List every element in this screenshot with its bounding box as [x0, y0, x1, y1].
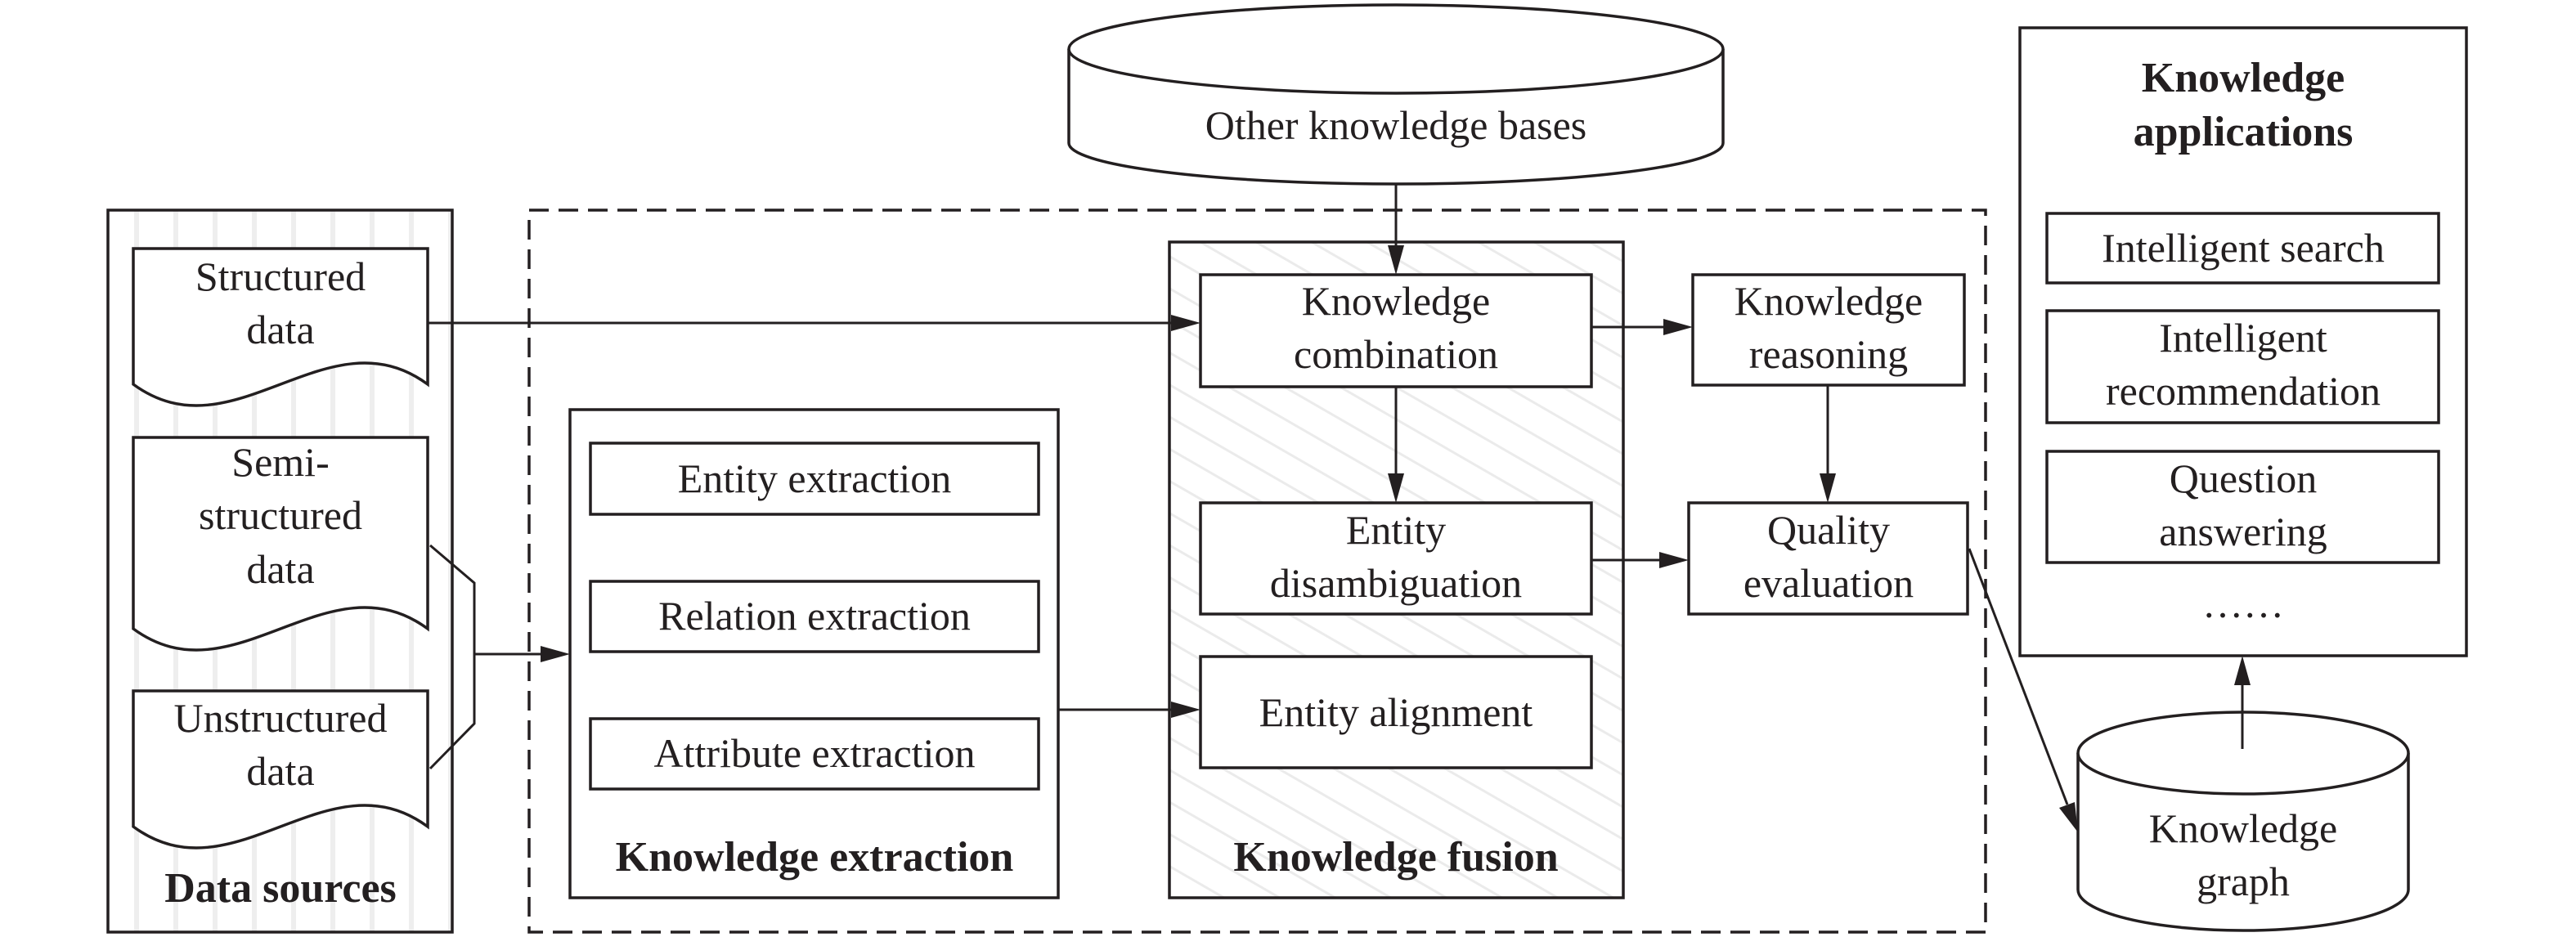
connectors: [428, 184, 2251, 832]
arrow-otherkb-to-combination: [1388, 184, 1404, 275]
intelligent-search-label: Intelligent search: [2102, 225, 2385, 271]
knowledge-fusion-panel: Knowledge combination Entity disambiguat…: [1168, 240, 1625, 899]
unstructured-line-2: data: [246, 748, 314, 794]
applications-title-line-2: applications: [2134, 109, 2354, 155]
entity-alignment-box: Entity alignment: [1199, 655, 1593, 769]
relation-extraction-label: Relation extraction: [658, 593, 971, 639]
qa-line-1: Question: [2170, 455, 2318, 501]
intelligent-search-box: Intelligent search: [2045, 212, 2440, 285]
arrow-quality-to-graph: [1968, 548, 2078, 832]
combination-line-1: Knowledge: [1302, 278, 1491, 324]
data-source-unstructured: Unstructured data: [132, 689, 429, 850]
arrow-combination-to-reasoning: [1591, 319, 1693, 335]
recommendation-line-2: recommendation: [2106, 368, 2381, 414]
other-knowledge-bases-label: Other knowledge bases: [1205, 102, 1587, 148]
relation-extraction-box: Relation extraction: [589, 580, 1040, 653]
semi-line-2: structured: [199, 492, 362, 538]
semi-line-3: data: [246, 546, 314, 592]
arrow-graph-to-applications: [2234, 656, 2251, 749]
arrow-extraction-to-alignment: [1058, 702, 1200, 718]
recommendation-line-1: Intelligent: [2159, 315, 2327, 361]
quality-line-2: evaluation: [1744, 560, 1914, 606]
knowledge-extraction-title: Knowledge extraction: [616, 834, 1014, 881]
data-sources-panel: Structured data Semi- structured data Un…: [106, 208, 454, 934]
applications-title-line-1: Knowledge: [2142, 55, 2345, 101]
entity-alignment-label: Entity alignment: [1259, 689, 1533, 735]
arrow-disambiguation-to-quality: [1591, 552, 1689, 568]
disambiguation-line-1: Entity: [1346, 507, 1446, 553]
arrow-reasoning-to-quality: [1820, 385, 1836, 503]
semi-line-1: Semi-: [231, 439, 329, 485]
question-answering-box: Question answering: [2045, 450, 2440, 564]
kg-line-2: graph: [2197, 859, 2290, 904]
disambiguation-line-2: disambiguation: [1270, 560, 1522, 606]
quality-line-1: Quality: [1767, 507, 1890, 553]
quality-evaluation-box: Quality evaluation: [1687, 501, 1969, 616]
knowledge-reasoning-box: Knowledge reasoning: [1691, 273, 1966, 387]
qa-line-2: answering: [2159, 509, 2327, 554]
data-sources-title: Data sources: [164, 865, 397, 912]
other-knowledge-bases-cylinder: Other knowledge bases: [1067, 3, 1725, 186]
combination-line-2: combination: [1294, 331, 1498, 377]
knowledge-fusion-title: Knowledge fusion: [1233, 834, 1558, 881]
reasoning-line-2: reasoning: [1749, 331, 1908, 377]
unstructured-line-1: Unstructured: [173, 695, 387, 741]
reasoning-line-1: Knowledge: [1735, 278, 1923, 324]
structured-line-2: data: [246, 307, 314, 352]
arrow-combination-to-disambiguation: [1388, 387, 1404, 503]
knowledge-combination-box: Knowledge combination: [1199, 273, 1593, 388]
entity-extraction-box: Entity extraction: [589, 442, 1040, 516]
attribute-extraction-box: Attribute extraction: [589, 717, 1040, 791]
entity-extraction-label: Entity extraction: [678, 455, 952, 501]
knowledge-extraction-panel: Entity extraction Relation extraction At…: [568, 408, 1060, 899]
attribute-extraction-label: Attribute extraction: [654, 730, 976, 776]
intelligent-recommendation-box: Intelligent recommendation: [2045, 309, 2440, 424]
structured-line-1: Structured: [195, 253, 366, 299]
data-source-structured: Structured data: [132, 247, 429, 407]
entity-disambiguation-box: Entity disambiguation: [1199, 501, 1593, 616]
data-source-semi-structured: Semi- structured data: [132, 436, 429, 652]
applications-ellipsis: ……: [2202, 581, 2284, 626]
arrow-structured-to-combination: [428, 315, 1200, 331]
kg-line-1: Knowledge: [2149, 805, 2338, 851]
arrow-sources-to-extraction: [429, 544, 570, 770]
knowledge-graph-cylinder: Knowledge graph: [2076, 711, 2410, 932]
knowledge-applications-panel: Knowledge applications Intelligent searc…: [2018, 26, 2468, 657]
